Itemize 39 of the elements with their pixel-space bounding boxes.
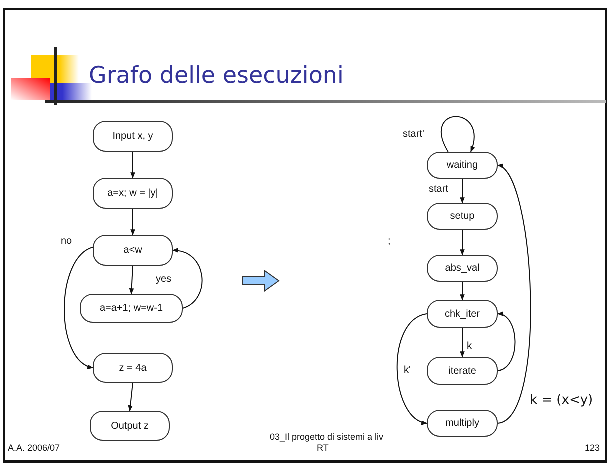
state-box: chk_iter <box>427 300 498 328</box>
slide-title: Grafo delle esecuzioni <box>89 63 344 89</box>
arrow <box>129 266 134 295</box>
page-number: 123 <box>585 443 600 453</box>
edge-label: start <box>428 184 450 195</box>
arrow <box>460 230 465 256</box>
state-box: abs_val <box>427 255 498 282</box>
arrow <box>172 248 203 309</box>
process-box: a=x; w = |y| <box>93 178 173 209</box>
arrow <box>64 246 94 368</box>
arrow <box>460 282 465 301</box>
state-box: iterate <box>427 357 498 385</box>
arrow <box>460 178 465 204</box>
edge-label: start' <box>402 129 426 140</box>
edge-label: k' <box>403 365 412 376</box>
arrow <box>396 314 428 424</box>
arrow <box>128 382 134 412</box>
arrow <box>497 312 516 372</box>
footer-course: RT <box>317 443 329 453</box>
state-box: waiting <box>427 152 498 179</box>
arrow <box>440 116 475 153</box>
process-box: a=a+1; w=w-1 <box>80 294 183 323</box>
state-box: setup <box>427 203 498 230</box>
condition-note: k = (x<y) <box>530 393 594 408</box>
separator-mark: ; <box>388 236 391 247</box>
arrow <box>498 165 532 424</box>
footer-date: A.A. 2006/07 <box>8 443 60 453</box>
edge-label: yes <box>155 274 173 285</box>
arrow <box>460 328 465 358</box>
terminal-box: Output z <box>90 411 170 441</box>
edge-label: k <box>466 341 473 352</box>
state-box: multiply <box>427 410 498 437</box>
arrow <box>130 208 136 236</box>
terminal-box: Input x, y <box>93 121 173 152</box>
process-box: z = 4a <box>93 353 173 383</box>
footer-course: 03_Il progetto di sistemi a liv <box>270 432 384 442</box>
edge-label: no <box>60 236 74 247</box>
decision-box: a<w <box>93 235 173 266</box>
arrow <box>130 152 136 179</box>
